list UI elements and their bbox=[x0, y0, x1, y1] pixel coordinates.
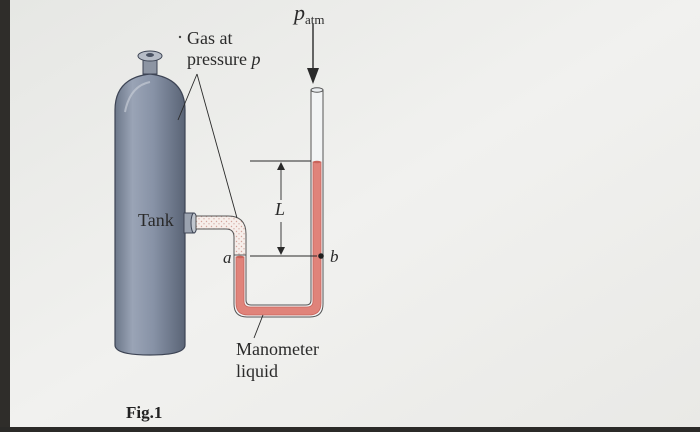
tank-label: Tank bbox=[138, 210, 174, 230]
dim-arrow-down bbox=[277, 247, 285, 255]
point-a-label: a bbox=[223, 248, 232, 267]
gas-label-line2: pressure p bbox=[187, 49, 261, 69]
manometer-label-line2: liquid bbox=[236, 361, 279, 381]
patm-label: patm bbox=[294, 0, 325, 27]
gas-label: Gas at pressure p bbox=[187, 28, 260, 70]
manometer-label-line1: Manometer bbox=[236, 339, 319, 359]
figure-caption: Fig.1 bbox=[126, 403, 163, 422]
manometer-leader-line bbox=[253, 314, 264, 339]
liquid-level-right bbox=[313, 160, 321, 164]
gas-label-line1: Gas at bbox=[187, 28, 233, 48]
gas-leader-lines bbox=[177, 73, 238, 219]
patm-arrow bbox=[307, 24, 319, 84]
dim-arrow-up bbox=[277, 162, 285, 170]
screen-bezel bbox=[0, 0, 10, 427]
point-b-dot bbox=[318, 253, 324, 259]
point-b-label: b bbox=[330, 247, 339, 266]
label-tick-mark bbox=[178, 35, 182, 39]
paper-background bbox=[10, 0, 700, 427]
tube-open-end bbox=[310, 87, 324, 93]
manometer-liquid-label: Manometer liquid bbox=[236, 338, 319, 382]
length-label: L bbox=[275, 199, 286, 219]
liquid-level-left bbox=[236, 255, 244, 259]
